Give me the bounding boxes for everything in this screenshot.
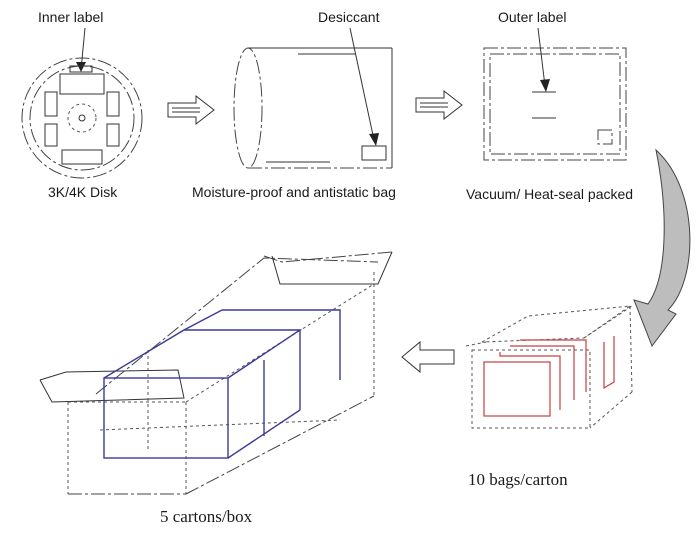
desiccant-label-text: Desiccant <box>318 9 380 25</box>
outer-label-text: Outer label <box>498 9 566 25</box>
vacuum-caption: Vacuum/ Heat-seal packed <box>466 186 633 202</box>
bag-caption: Moisture-proof and antistatic bag <box>192 184 396 200</box>
disk-caption: 3K/4K Disk <box>48 184 118 200</box>
carton-illustration <box>465 305 633 429</box>
curved-arrow-icon <box>633 148 691 348</box>
shipping-box-illustration <box>39 251 393 495</box>
arrow-right-icon <box>415 89 463 121</box>
cartons-per-box-caption: 5 cartons/box <box>160 507 253 526</box>
moisture-bag-illustration <box>233 47 393 169</box>
inner-label-text: Inner label <box>38 9 103 25</box>
bags-per-carton-caption: 10 bags/carton <box>468 470 568 489</box>
arrow-left-icon <box>401 340 455 374</box>
arrow-right-icon <box>167 94 215 126</box>
inner-label-callout <box>69 27 93 73</box>
vacuum-pack-illustration <box>483 47 627 161</box>
outer-label-callout <box>537 27 550 92</box>
disk-illustration <box>21 57 143 179</box>
desiccant-callout <box>349 27 379 146</box>
